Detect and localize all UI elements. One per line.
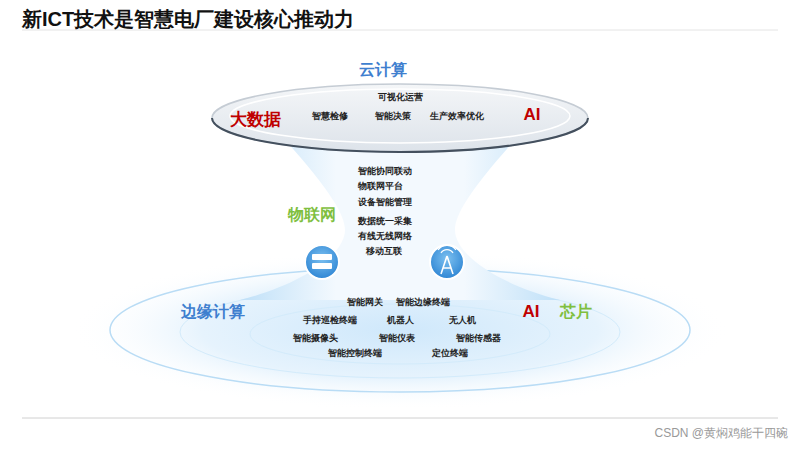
layer-group: 物联网 智能协同联动物联网平台设备智能管理数据统一采集有线无线网络移动互联: [270, 150, 530, 270]
item-label: 数据统一采集: [358, 217, 412, 227]
item-label: 手持巡检终端: [303, 316, 357, 326]
item-label: 无人机: [449, 316, 476, 326]
tower-icon: [438, 245, 456, 253]
item-label: 有线无线网络: [358, 232, 412, 242]
item-label: 智能仪表: [379, 334, 415, 344]
item-label: 智能传感器: [456, 334, 501, 344]
rule: [22, 418, 778, 419]
ring: [250, 304, 550, 364]
layer-heading: 物联网: [288, 206, 336, 224]
layer-heading: 芯片: [560, 303, 592, 321]
layer-group: 边缘计算AI芯片智能网关智能边缘终端手持巡检终端机器人无人机智能摄像头智能仪表智…: [100, 285, 700, 390]
item-label: 智能决策: [375, 112, 411, 122]
item-label: 定位终端: [432, 349, 468, 359]
item-label: 移动互联: [366, 247, 402, 257]
item-label: 设备智能管理: [358, 198, 412, 208]
item-label: 可视化运营: [378, 93, 423, 103]
item-label: 物联网平台: [358, 182, 403, 192]
page-title: 新ICT技术是智慧电厂建设核心推动力: [22, 6, 354, 33]
item-label: 智能协同联动: [358, 167, 412, 177]
layer-heading: 大数据: [230, 111, 281, 130]
watermark: CSDN @黄焖鸡能干四碗: [654, 425, 788, 442]
item-label: 智能边缘终端: [396, 298, 450, 308]
ring: [230, 89, 570, 143]
layer-heading: AI: [523, 303, 540, 322]
tower-icon: [441, 256, 453, 274]
layer-heading: 边缘计算: [181, 303, 245, 321]
item-label: 智慧检修: [312, 112, 348, 122]
layer-heading: AI: [524, 106, 541, 125]
funnel: [240, 140, 560, 300]
layer-heading: 云计算: [359, 61, 407, 79]
item-label: 智能网关: [347, 298, 383, 308]
item-label: 智能摄像头: [293, 334, 338, 344]
server-icon: [312, 263, 332, 269]
server-icon: [312, 254, 332, 260]
item-label: 机器人: [387, 316, 414, 326]
tower-icon: [430, 245, 464, 279]
server-icon: [305, 245, 339, 279]
item-label: 生产效率优化: [430, 112, 484, 122]
top-disk: [212, 84, 588, 152]
layer-group: 云计算大数据 AI 可视化运营智慧检修 智能决策 生产效率优化: [190, 50, 610, 146]
item-label: 智能控制终端: [328, 349, 382, 359]
